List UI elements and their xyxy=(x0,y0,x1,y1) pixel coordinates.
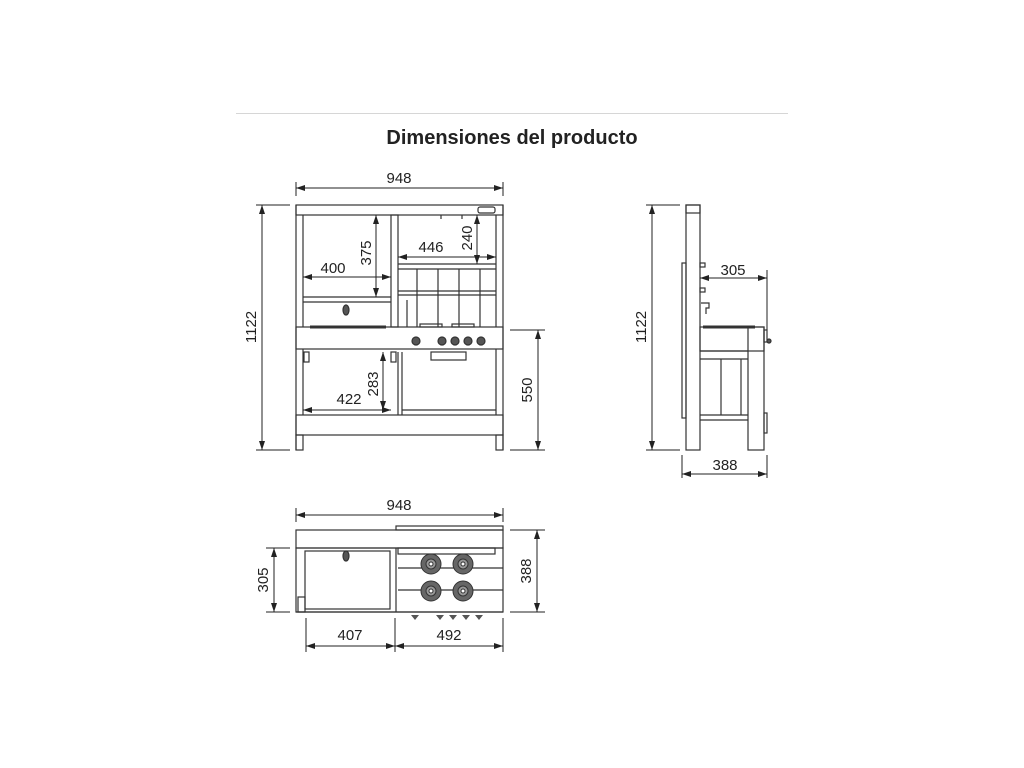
stove-width-label: 492 xyxy=(436,627,461,644)
upper-right-height-label: 240 xyxy=(459,225,476,250)
top-view xyxy=(295,525,504,613)
lower-left-width-label: 422 xyxy=(336,391,361,408)
upper-left-width-label: 400 xyxy=(320,260,345,277)
side-dimensions xyxy=(646,204,768,478)
front-dimensions xyxy=(256,182,545,451)
side-height-label: 1122 xyxy=(633,311,650,343)
top-dimensions xyxy=(266,508,545,652)
sink-width-label: 407 xyxy=(337,627,362,644)
top-knobs xyxy=(411,615,483,620)
side-depth-label: 388 xyxy=(712,457,737,474)
side-view xyxy=(681,204,772,451)
header-divider xyxy=(236,113,788,114)
front-view xyxy=(295,204,504,451)
page-title: Dimensiones del producto xyxy=(386,127,638,149)
burners xyxy=(420,553,474,602)
upper-left-height-label: 375 xyxy=(358,240,375,265)
side-counter-depth-label: 305 xyxy=(720,262,745,279)
upper-right-width-label: 446 xyxy=(418,239,443,256)
counter-height-label: 550 xyxy=(519,377,536,402)
top-depth-label: 388 xyxy=(518,558,535,583)
front-width-label: 948 xyxy=(386,170,411,187)
lower-left-height-label: 283 xyxy=(365,371,382,396)
top-width-label: 948 xyxy=(386,497,411,514)
front-height-label: 1122 xyxy=(243,311,260,343)
top-sink-depth-label: 305 xyxy=(255,567,272,592)
